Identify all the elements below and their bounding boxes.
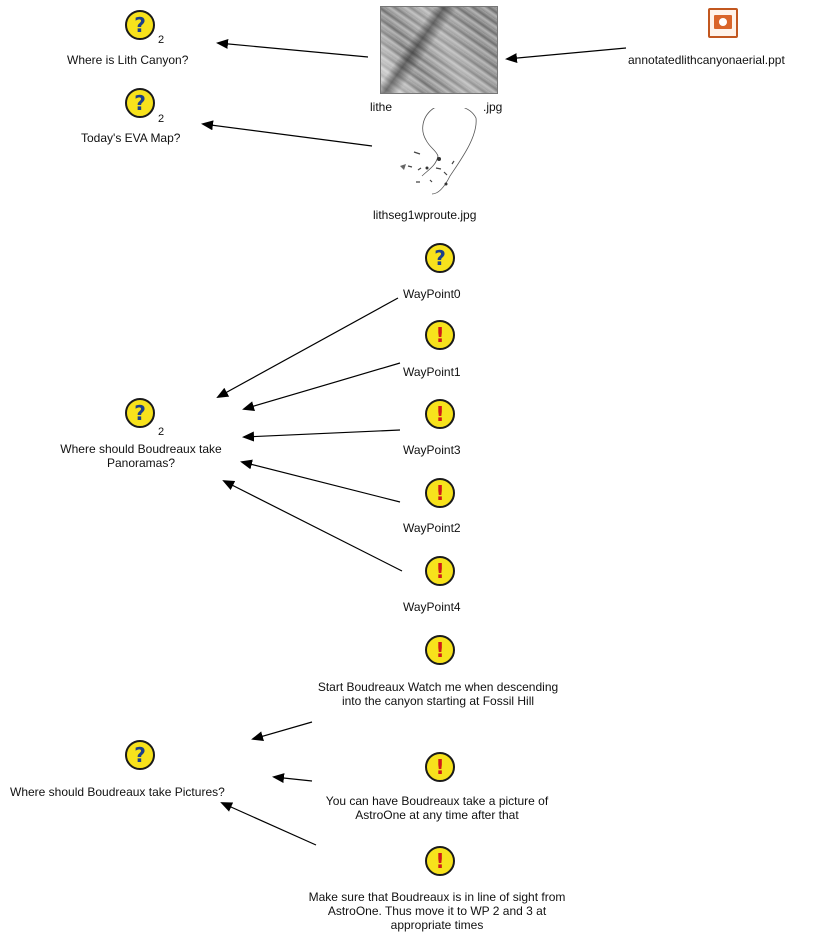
- link-wp4-to-panoramas: [222, 480, 403, 572]
- exclamation-icon[interactable]: !: [425, 399, 455, 429]
- question-icon[interactable]: ?: [425, 243, 455, 273]
- route-file-label: lithseg1wproute.jpg: [373, 208, 477, 222]
- waypoint1-label: WayPoint1: [403, 365, 461, 379]
- ppt-file-label: annotatedlithcanyonaerial.ppt: [628, 53, 785, 67]
- link-start-to-pictures: [251, 721, 313, 742]
- question-count: 2: [158, 113, 165, 125]
- note-anytime-label: You can have Boudreaux take a picture of…: [325, 794, 549, 822]
- link-sight-to-pictures: [220, 802, 317, 846]
- question-panoramas-label: Where should Boudreaux take Panoramas?: [60, 442, 222, 470]
- question-icon[interactable]: ?: [125, 740, 155, 770]
- waypoint4-label: WayPoint4: [403, 600, 461, 614]
- exclamation-icon[interactable]: !: [425, 635, 455, 665]
- note-start-label: Start Boudreaux Watch me when descending…: [317, 680, 559, 708]
- question-icon[interactable]: ?: [125, 88, 155, 118]
- aerial-file-label-right: .jpg: [483, 100, 503, 114]
- question-count: 2: [158, 426, 165, 438]
- waypoint0-label: WayPoint0: [403, 287, 461, 301]
- question-eva-map-label: Today's EVA Map?: [81, 131, 181, 145]
- link-wp2-to-panoramas: [240, 459, 401, 503]
- route-map-sketch: [400, 104, 477, 195]
- link-ppt-to-aerial: [505, 47, 627, 64]
- exclamation-icon[interactable]: !: [425, 320, 455, 350]
- exclamation-icon[interactable]: !: [425, 846, 455, 876]
- exclamation-icon[interactable]: !: [425, 478, 455, 508]
- powerpoint-file-icon[interactable]: [708, 8, 738, 38]
- question-count: 2: [158, 34, 165, 46]
- question-lith-canyon-label: Where is Lith Canyon?: [67, 53, 189, 67]
- exclamation-icon[interactable]: !: [425, 556, 455, 586]
- note-sight-label: Make sure that Boudreaux is in line of s…: [308, 890, 566, 932]
- waypoint2-label: WayPoint2: [403, 521, 461, 535]
- link-route-to-eva: [201, 120, 373, 147]
- exclamation-icon[interactable]: !: [425, 752, 455, 782]
- aerial-file-label-left: lithe: [370, 100, 393, 114]
- link-aerial-to-lith: [216, 38, 369, 58]
- waypoint3-label: WayPoint3: [403, 443, 461, 457]
- aerial-image-thumbnail[interactable]: [380, 6, 498, 94]
- link-wp3-to-panoramas: [242, 429, 401, 442]
- route-map-thumbnail[interactable]: [392, 96, 482, 200]
- question-icon[interactable]: ?: [125, 398, 155, 428]
- link-wp1-to-panoramas: [242, 362, 401, 411]
- canvas-gap: [398, 96, 480, 108]
- question-icon[interactable]: ?: [125, 10, 155, 40]
- question-pictures-label: Where should Boudreaux take Pictures?: [10, 785, 225, 799]
- link-wp0-to-panoramas: [216, 297, 399, 398]
- link-anytime-to-pictures: [272, 773, 313, 784]
